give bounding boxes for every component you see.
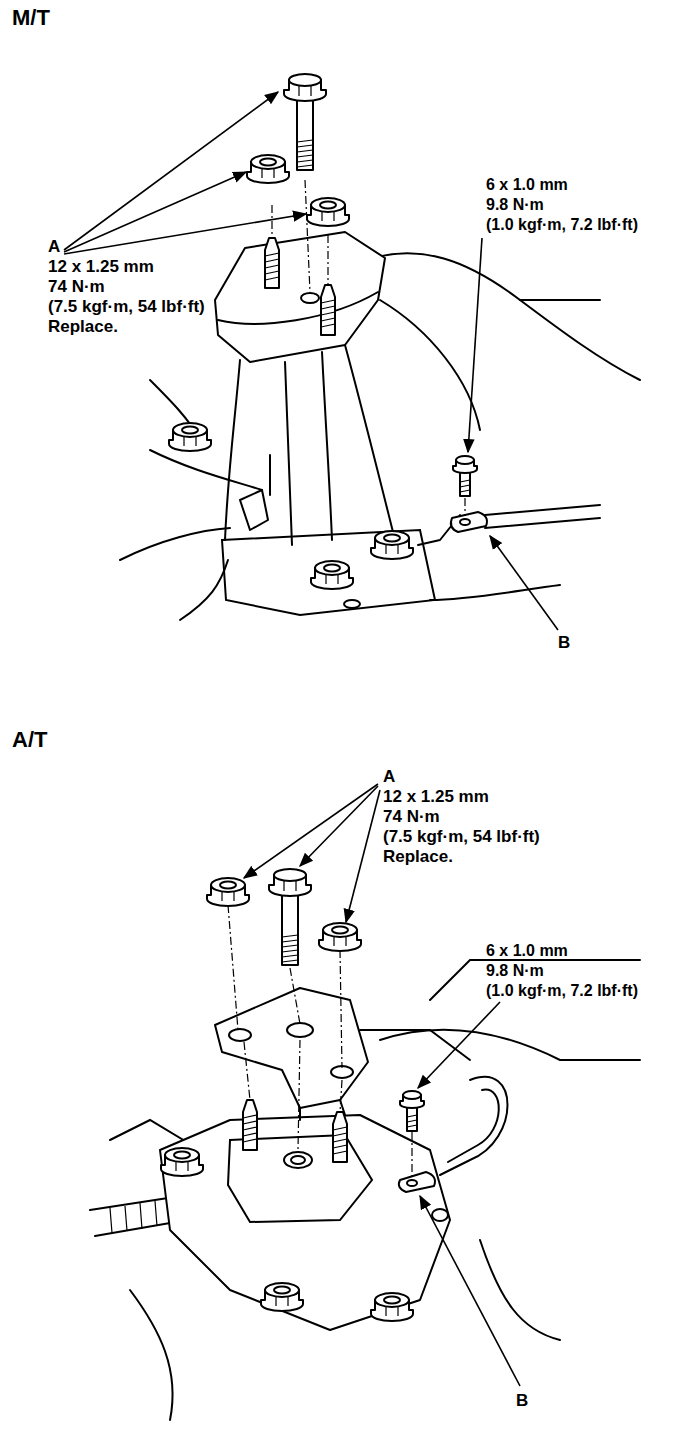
callout-letter: B	[558, 634, 570, 653]
fastener-size: 6 x 1.0 mm	[486, 176, 568, 194]
note: Replace.	[383, 848, 453, 867]
torque-value: (1.0 kgf·m, 7.2 lbf·ft)	[486, 982, 638, 1000]
callout-letter: A	[48, 238, 60, 257]
callout-letter: A	[383, 768, 395, 787]
torque-value: (1.0 kgf·m, 7.2 lbf·ft)	[486, 216, 638, 234]
fastener-size: 12 x 1.25 mm	[383, 788, 489, 807]
fastener-size: 12 x 1.25 mm	[48, 258, 154, 277]
torque-value: 9.8 N·m	[486, 962, 544, 980]
torque-value: 74 N·m	[383, 808, 440, 827]
torque-value: (7.5 kgf·m, 54 lbf·ft)	[48, 298, 205, 317]
callout-letter: B	[516, 1392, 528, 1411]
torque-value: 9.8 N·m	[486, 196, 544, 214]
section-heading: A/T	[12, 728, 47, 752]
section-heading: M/T	[12, 6, 50, 30]
note: Replace.	[48, 318, 118, 337]
fastener-size: 6 x 1.0 mm	[486, 942, 568, 960]
torque-value: (7.5 kgf·m, 54 lbf·ft)	[383, 828, 540, 847]
torque-value: 74 N·m	[48, 278, 105, 297]
